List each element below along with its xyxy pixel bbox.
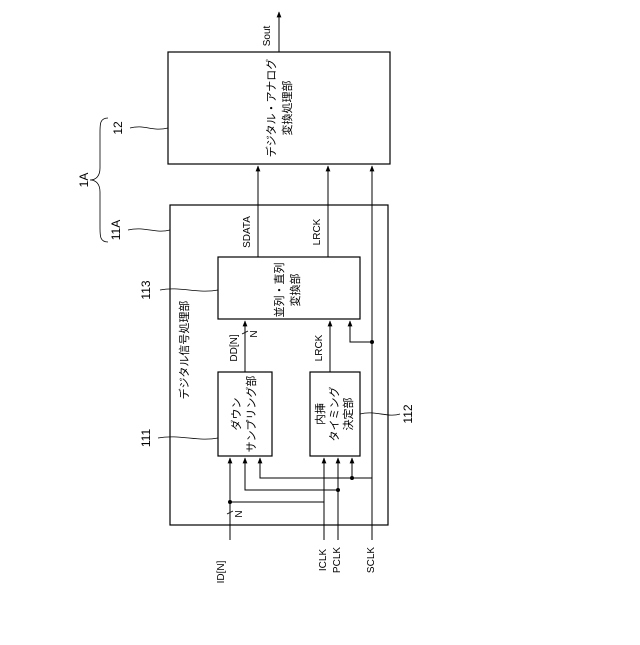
timing-ref: 112 [401,404,415,423]
sclk-label: SCLK [366,547,377,573]
pts-name-line2: 変換部 [288,274,302,307]
id-width: N [234,510,245,517]
dd-width: N [249,330,260,337]
dsp-name: デジタル信号処理部 [177,301,191,400]
id-label: ID[N] [216,560,227,583]
pclk-label: PCLK [332,547,343,573]
down-ref: 111 [139,429,153,448]
timing-name-line1: 内挿 [313,403,327,425]
pts-name-line1: 並列・直列 [272,263,286,318]
sdata-label: SDATA [242,216,253,248]
timing-name-line2: タイミング [327,387,341,442]
dac-name-line2: 変換処理部 [280,81,294,136]
pts-ref: 113 [139,280,153,299]
down-name-line1: ダウン [229,398,243,431]
dac-block [168,52,390,164]
sout-label: Sout [262,25,273,46]
dac-name-line1: デジタル・アナログ [264,59,278,158]
dd-label: DD[N] [229,334,240,361]
system-ref: 1A [77,173,91,188]
timing-name-line3: 決定部 [341,398,355,431]
downsampling-block [218,372,272,456]
lrck-out-label: LRCK [312,218,323,245]
dac-ref-leader [130,127,168,129]
dac-ref: 12 [111,121,125,135]
system-brace [90,118,108,242]
dsp-block [170,205,388,525]
pts-block [218,257,360,319]
lrck-in-label: LRCK [314,334,325,361]
dsp-ref-leader [128,229,170,231]
down-name-line2: サンプリング部 [244,376,258,453]
dsp-ref: 11A [109,220,123,240]
iclk-label: ICLK [318,549,329,572]
